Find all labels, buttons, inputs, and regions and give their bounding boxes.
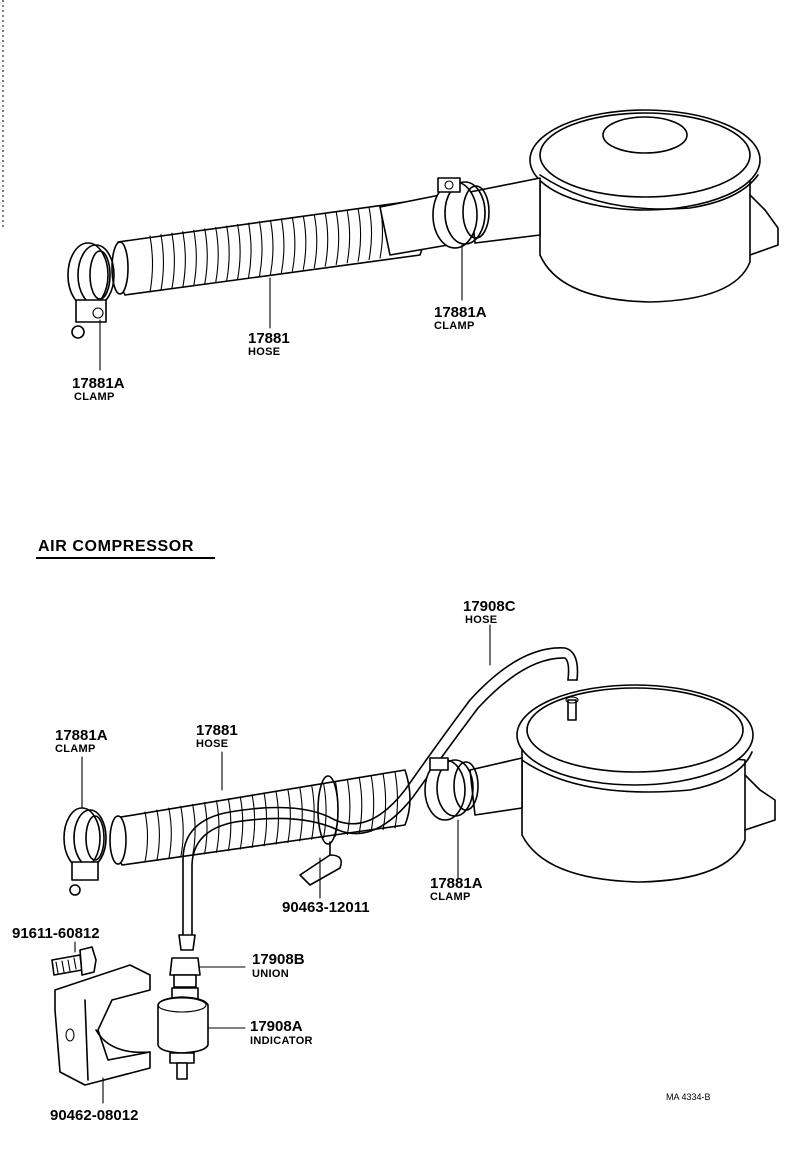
hose-rib bbox=[287, 788, 291, 844]
hose-rib bbox=[203, 801, 208, 855]
hose-rib bbox=[239, 796, 244, 850]
clamp-left-top bbox=[67, 242, 115, 339]
hose-rib bbox=[168, 807, 172, 860]
hose-rib bbox=[269, 219, 274, 275]
label-17881a-left-bottom-name: CLAMP bbox=[55, 743, 96, 755]
hose-rib bbox=[299, 786, 303, 842]
hose-rib bbox=[313, 214, 318, 269]
hose-rib bbox=[149, 235, 154, 293]
hose-rib bbox=[226, 225, 230, 282]
hose-rib bbox=[193, 229, 197, 287]
hose-rib bbox=[370, 775, 375, 832]
label-17881a-right-bottom-name: CLAMP bbox=[430, 891, 471, 903]
hose-rib bbox=[346, 779, 351, 836]
label-17908b-number: 17908B bbox=[252, 951, 305, 968]
label-17881a-right-bottom-number: 17881A bbox=[430, 875, 483, 892]
label-17881a-right-top-number: 17881A bbox=[434, 304, 487, 321]
hose-17881-bottom bbox=[109, 769, 411, 866]
hose-rib bbox=[204, 228, 208, 285]
hose-rib bbox=[358, 777, 363, 834]
hose-rib bbox=[192, 803, 196, 857]
hose-rib bbox=[302, 215, 307, 270]
air-cleaner-bottom bbox=[469, 684, 776, 883]
clamp-left-bottom bbox=[63, 807, 107, 896]
label-17881a-right-top-name: CLAMP bbox=[434, 320, 475, 332]
label-17881a-left-top-name: CLAMP bbox=[74, 391, 115, 403]
label-17908a-number: 17908A bbox=[250, 1018, 303, 1035]
label-17881-top-name: HOSE bbox=[248, 346, 280, 358]
hose-rib bbox=[280, 218, 285, 274]
hose-rib bbox=[171, 232, 175, 290]
clamp-right-top bbox=[432, 177, 490, 249]
hose-rib bbox=[156, 809, 160, 861]
hose-17881-top bbox=[111, 194, 449, 296]
hose-rib bbox=[291, 216, 296, 272]
label-91611-number: 91611-60812 bbox=[12, 925, 100, 942]
hose-rib bbox=[258, 221, 263, 277]
hose-rib bbox=[324, 212, 329, 267]
label-90462-number: 90462-08012 bbox=[50, 1107, 138, 1124]
bolt-91611 bbox=[51, 946, 97, 976]
hose-rib bbox=[323, 782, 327, 839]
hose-rib bbox=[227, 798, 232, 852]
hose-rib bbox=[180, 805, 184, 858]
hose-rib bbox=[346, 209, 351, 264]
label-90463-number: 90463-12011 bbox=[282, 899, 370, 916]
hose-rib bbox=[357, 208, 362, 262]
hose-rib bbox=[248, 222, 252, 278]
indicator-17908a bbox=[157, 987, 209, 1080]
hose-rib bbox=[251, 794, 256, 848]
section-title: AIR COMPRESSOR bbox=[38, 538, 194, 555]
clamp-right-bottom bbox=[424, 757, 479, 821]
clip-90463 bbox=[299, 775, 343, 886]
label-17908c-name: HOSE bbox=[465, 614, 497, 626]
label-17881-bottom-name: HOSE bbox=[196, 738, 228, 750]
hose-rib bbox=[275, 790, 280, 845]
label-17881-top-number: 17881 bbox=[248, 330, 290, 347]
hose-rib bbox=[237, 224, 241, 280]
hose-17908c bbox=[182, 647, 579, 936]
hose-rib bbox=[368, 206, 373, 261]
hose-rib bbox=[144, 811, 149, 863]
label-17908c-number: 17908C bbox=[463, 598, 516, 615]
hose-rib bbox=[160, 234, 165, 291]
label-17908b-name: UNION bbox=[252, 968, 289, 980]
air-cleaner-top bbox=[469, 109, 779, 303]
union-17908b bbox=[169, 934, 201, 988]
label-17881a-left-bottom-number: 17881A bbox=[55, 727, 108, 744]
hose-rib bbox=[215, 226, 219, 283]
bracket-90462 bbox=[54, 964, 151, 1086]
label-17881a-left-top-number: 17881A bbox=[72, 375, 125, 392]
hose-rib bbox=[182, 231, 186, 288]
label-17908a-name: INDICATOR bbox=[250, 1035, 313, 1047]
hose-rib bbox=[335, 211, 340, 266]
reference-code: MA 4334-B bbox=[666, 1092, 711, 1102]
label-17881-bottom-number: 17881 bbox=[196, 722, 238, 739]
